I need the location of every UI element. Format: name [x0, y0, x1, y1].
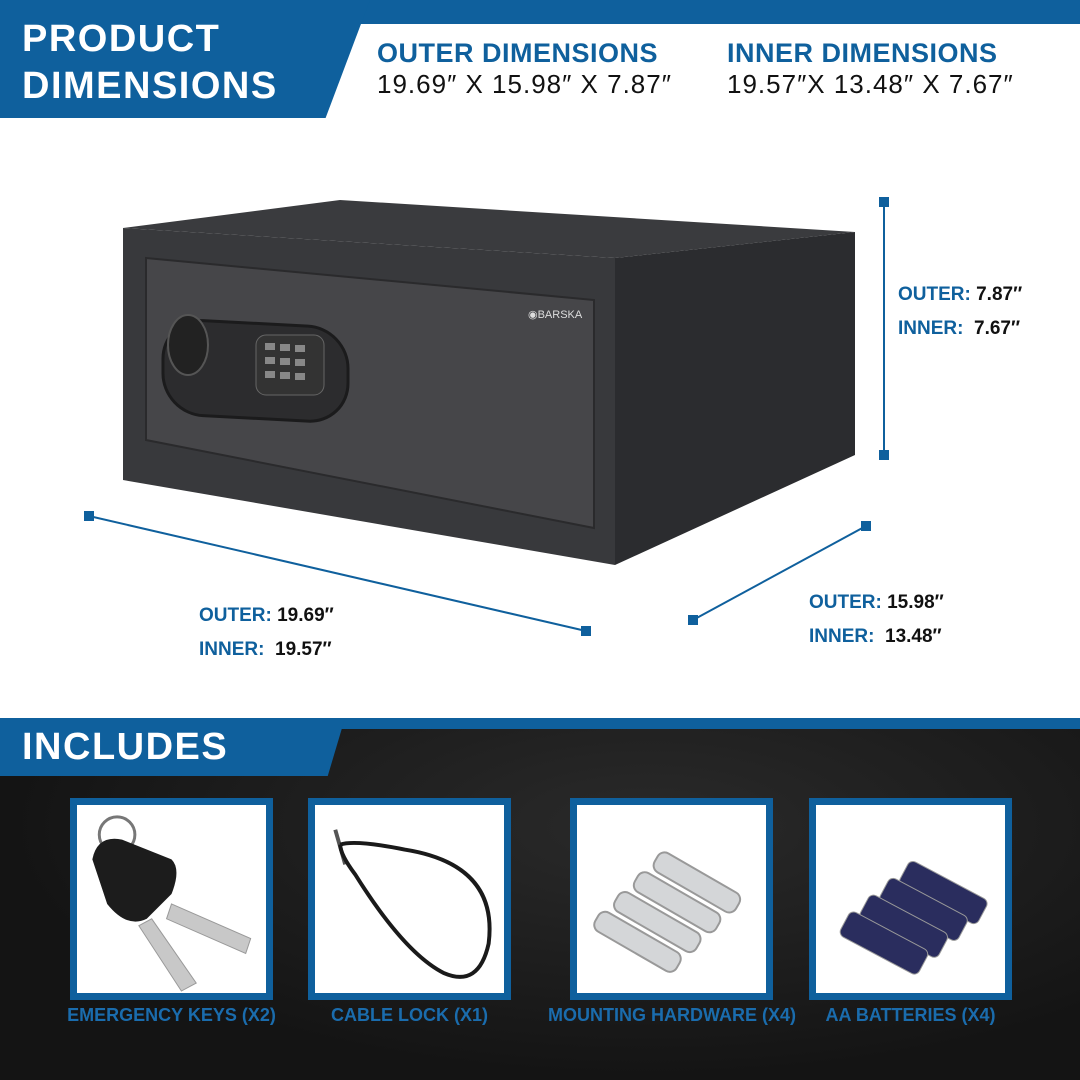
inner-value: 13.48″: [885, 626, 942, 647]
outer-value: 15.98″: [887, 592, 944, 613]
title-line: PRODUCT: [22, 18, 221, 60]
includes-bar: [0, 718, 1080, 729]
item-label: CABLE LOCK (X1): [331, 1005, 488, 1025]
brand-logo: ◉BARSKA: [528, 309, 583, 321]
outer-label: OUTER:: [809, 592, 882, 613]
outer-label: OUTER:: [199, 605, 272, 626]
outer-value: 19.69″: [277, 605, 334, 626]
inner-dimensions-label: INNER DIMENSIONS: [727, 38, 998, 68]
item-label: MOUNTING HARDWARE (X4): [548, 1005, 796, 1025]
includes-banner: [0, 718, 345, 776]
page-title: PRODUCT DIMENSIONS: [22, 16, 278, 110]
inner-label: INNER:: [898, 318, 964, 339]
inner-dimensions: INNER DIMENSIONS 19.57″X 13.48″ X 7.67″: [727, 38, 1014, 100]
outer-dimensions: OUTER DIMENSIONS 19.69″ X 15.98″ X 7.87″: [377, 38, 672, 100]
inner-value: 19.57″: [275, 639, 332, 660]
inner-label: INNER:: [199, 639, 265, 660]
inner-dimensions-value: 19.57″X 13.48″ X 7.67″: [727, 69, 1014, 99]
inner-value: 7.67″: [974, 318, 1021, 339]
inner-label: INNER:: [809, 626, 875, 647]
outer-label: OUTER:: [898, 284, 971, 305]
header-title-banner: [0, 0, 370, 118]
outer-value: 7.87″: [976, 284, 1023, 305]
bolts-icon: [593, 851, 742, 973]
item-label: EMERGENCY KEYS (X2): [67, 1005, 276, 1025]
keys-icon: [92, 815, 252, 992]
height-measurement: OUTER: 7.87″ INNER: 7.67″: [898, 278, 1022, 346]
cable-lock-icon: [333, 829, 492, 979]
width-measurement: OUTER: 19.69″ INNER: 19.57″: [199, 599, 334, 667]
title-line: DIMENSIONS: [22, 65, 278, 107]
outer-dimensions-label: OUTER DIMENSIONS: [377, 38, 659, 68]
item-label: AA BATTERIES (X4): [825, 1005, 996, 1025]
item-aa-batteries: [809, 798, 1012, 1000]
item-emergency-keys: [70, 798, 273, 1000]
outer-dimensions-value: 19.69″ X 15.98″ X 7.87″: [377, 69, 672, 99]
batteries-icon: [839, 861, 988, 975]
depth-measurement: OUTER: 15.98″ INNER: 13.48″: [809, 586, 944, 654]
item-mounting-hardware: [570, 798, 773, 1000]
safe-illustration: ◉BARSKA: [84, 197, 889, 636]
includes-title: INCLUDES: [22, 726, 229, 768]
item-cable-lock: [308, 798, 511, 1000]
